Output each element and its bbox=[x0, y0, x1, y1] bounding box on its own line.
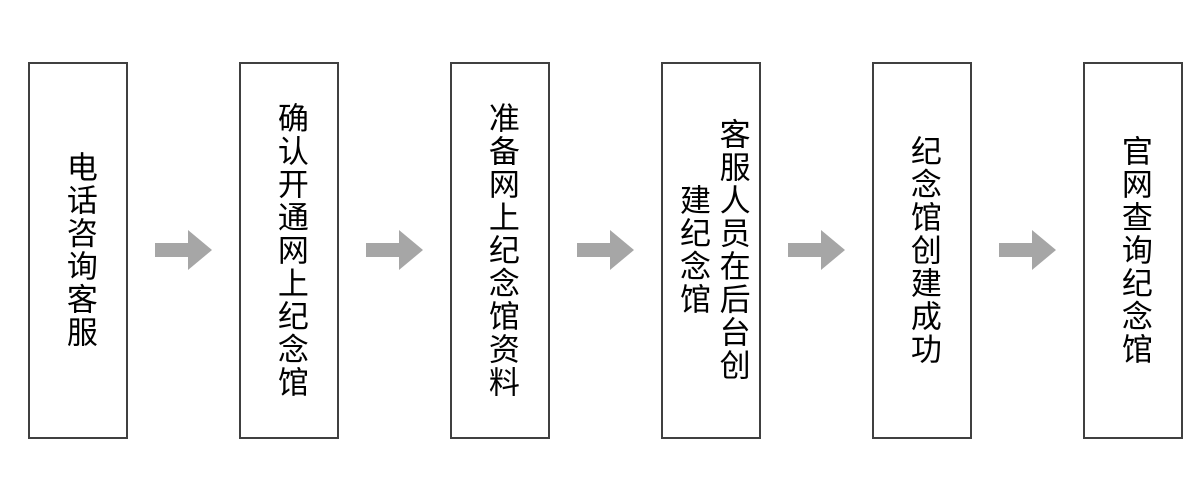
right-arrow-icon bbox=[788, 230, 845, 270]
connector-arrow-4 bbox=[788, 230, 845, 270]
connector-arrow-3 bbox=[577, 230, 634, 270]
connector-arrow-1 bbox=[155, 230, 212, 270]
process-box-step-2[interactable]: 确认开通网上纪念馆 bbox=[239, 61, 339, 439]
spacer bbox=[634, 250, 661, 251]
spacer bbox=[761, 250, 788, 251]
right-arrow-icon bbox=[366, 230, 423, 270]
process-box-step-4[interactable]: 客服人员在后台创建纪念馆 bbox=[661, 61, 761, 439]
process-box-label-step-1: 电话咨询客服 bbox=[60, 151, 97, 349]
process-box-label-step-6: 官网查询纪念馆 bbox=[1115, 134, 1152, 366]
spacer bbox=[423, 250, 450, 251]
spacer bbox=[212, 250, 239, 251]
process-box-label-step-3: 准备网上纪念馆资料 bbox=[482, 101, 519, 399]
process-box-step-5[interactable]: 纪念馆创建成功 bbox=[872, 61, 972, 439]
connector-arrow-2 bbox=[366, 230, 423, 270]
spacer bbox=[550, 250, 577, 251]
process-box-label-step-2: 确认开通网上纪念馆 bbox=[271, 101, 308, 399]
spacer bbox=[128, 250, 155, 251]
right-arrow-icon bbox=[999, 230, 1056, 270]
process-box-step-3[interactable]: 准备网上纪念馆资料 bbox=[450, 61, 550, 439]
right-arrow-icon bbox=[155, 230, 212, 270]
process-box-label-step-5: 纪念馆创建成功 bbox=[904, 134, 941, 366]
spacer bbox=[1056, 250, 1083, 251]
right-arrow-icon bbox=[577, 230, 634, 270]
process-box-step-1[interactable]: 电话咨询客服 bbox=[28, 61, 128, 439]
process-box-step-6[interactable]: 官网查询纪念馆 bbox=[1083, 61, 1183, 439]
spacer bbox=[845, 250, 872, 251]
spacer bbox=[339, 250, 366, 251]
process-box-label-step-4: 客服人员在后台创建纪念馆 bbox=[674, 118, 750, 382]
spacer bbox=[972, 250, 999, 251]
connector-arrow-5 bbox=[999, 230, 1056, 270]
